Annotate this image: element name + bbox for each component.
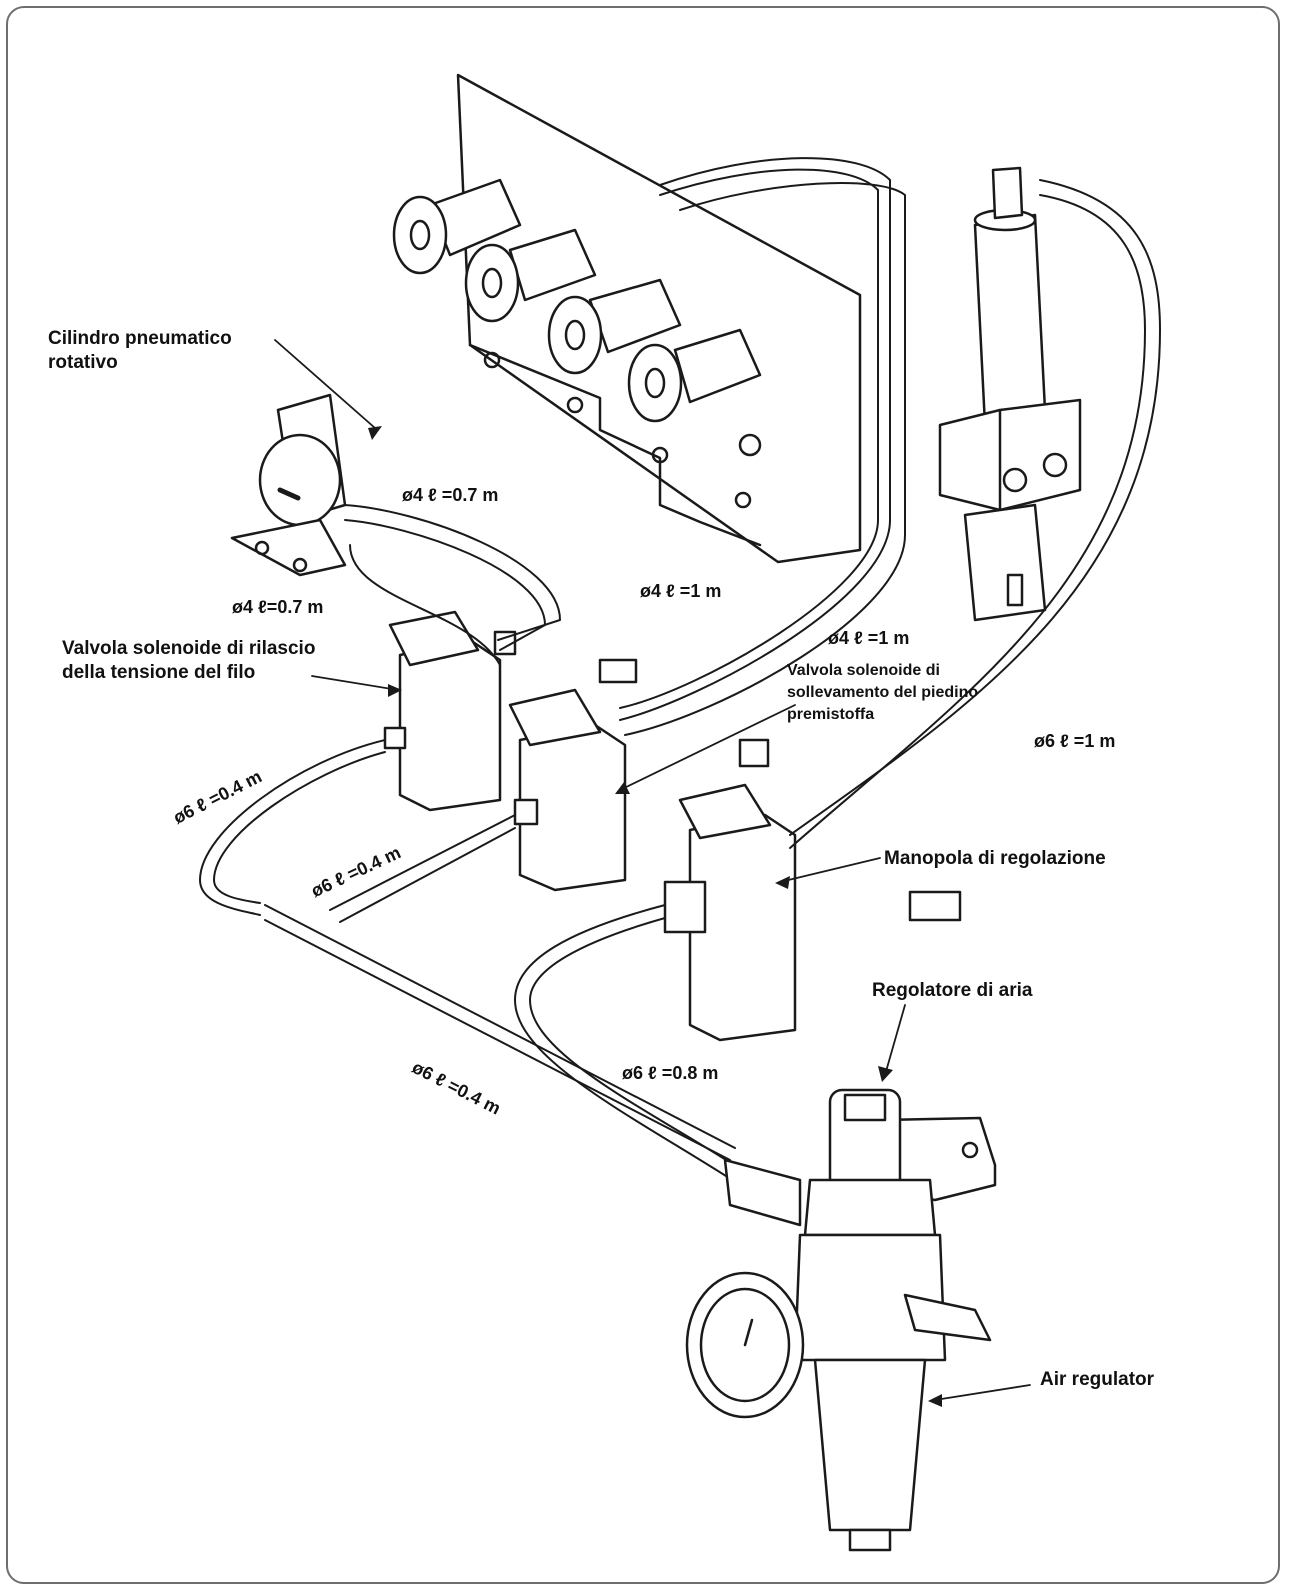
tubing — [199, 157, 1161, 1186]
leader-lines — [274, 339, 1031, 1401]
tension-knob-3 — [547, 278, 682, 375]
tube-label-4: ø4 ℓ =1 m — [828, 628, 910, 648]
tension-knob-2 — [464, 228, 597, 323]
rotary-cylinder — [230, 393, 347, 577]
tube-label-8: ø6 ℓ =0.8 m — [622, 1063, 719, 1083]
label-regulator-en: Air regulator — [1040, 1369, 1155, 1390]
label-presser-lift-valve: Valvola solenoide di sollevamento del pi… — [787, 662, 979, 723]
tube-label-2: ø4 ℓ=0.7 m — [232, 597, 324, 617]
label-rotary-cylinder: Cilindro pneumatico rotativo — [48, 328, 232, 373]
tube-label-5: ø6 ℓ =1 m — [1034, 731, 1116, 751]
label-thread-release-valve: Valvola solenoide di rilascio della tens… — [62, 638, 316, 683]
label-adjust-knob: Manopola di regolazione — [884, 848, 1106, 869]
arrow-heads — [368, 426, 942, 1407]
tube-label-1: ø4 ℓ =0.7 m — [402, 485, 499, 505]
third-valve — [663, 738, 962, 1042]
presser-lift-valve — [508, 658, 638, 892]
diagram-frame — [6, 6, 1280, 1584]
tube-label-3: ø4 ℓ =1 m — [640, 581, 722, 601]
tension-knob-1 — [392, 178, 522, 275]
label-regulator-it: Regolatore di aria — [872, 980, 1033, 1001]
air-regulator — [685, 1088, 997, 1552]
lift-cylinder — [938, 166, 1082, 622]
tension-knob-4 — [627, 328, 762, 423]
thread-release-valve — [383, 610, 517, 812]
